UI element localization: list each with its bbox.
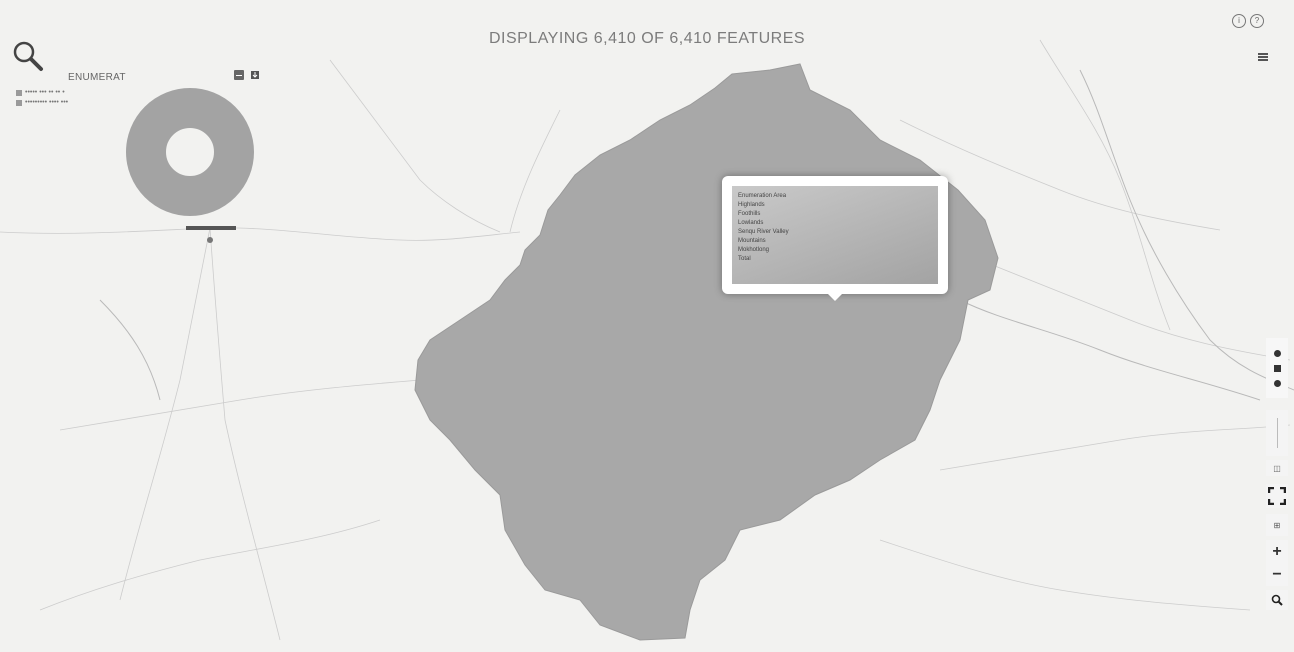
donut-chart[interactable] bbox=[126, 88, 254, 216]
road-network bbox=[0, 39, 1291, 641]
popup-row: Foothills bbox=[732, 210, 938, 219]
toggle-button[interactable]: ◫ bbox=[1266, 460, 1288, 476]
chart-legend: ••••• ••• •• •• • ••••••••• •••• ••• bbox=[16, 88, 68, 108]
legend-item: ••••••••• •••• ••• bbox=[16, 98, 68, 108]
popup-field-label: Foothills bbox=[738, 211, 761, 217]
popup-row: Mokhotlong bbox=[732, 246, 938, 255]
slider-control[interactable] bbox=[1266, 410, 1288, 456]
info-icon: i bbox=[1238, 16, 1240, 25]
popup-field-label: Senqu River Valley bbox=[738, 229, 789, 235]
popup-field-label: Mountains bbox=[738, 238, 766, 244]
point-mode-icon bbox=[1273, 349, 1281, 357]
menu-icon bbox=[236, 74, 242, 76]
feature-popup: Enumeration Area Highlands Foothills Low… bbox=[722, 176, 948, 301]
zoom-in-button[interactable]: + bbox=[1266, 540, 1288, 564]
search-button[interactable] bbox=[10, 38, 44, 72]
rivers bbox=[99, 69, 1294, 401]
popup-field-label: Lowlands bbox=[738, 220, 764, 226]
legend-label: ••••••••• •••• ••• bbox=[25, 99, 69, 106]
popup-pointer bbox=[828, 294, 842, 301]
help-icon: ? bbox=[1254, 16, 1260, 25]
map-mode-toggle[interactable] bbox=[1266, 338, 1288, 398]
scale-button[interactable]: ⊞ bbox=[1266, 514, 1288, 536]
map-place-labels bbox=[186, 226, 236, 243]
top-right-toolbar: i ? bbox=[1232, 14, 1264, 28]
layers-button[interactable] bbox=[1256, 50, 1270, 64]
legend-swatch bbox=[16, 90, 22, 96]
fullscreen-icon bbox=[1268, 487, 1286, 505]
popup-row: Mountains bbox=[732, 237, 938, 246]
popup-content: Enumeration Area Highlands Foothills Low… bbox=[732, 186, 938, 284]
popup-field-label: Mokhotlong bbox=[738, 247, 770, 253]
zoom-in-icon: + bbox=[1272, 543, 1282, 560]
zoom-search-icon bbox=[1271, 594, 1283, 606]
popup-field-label: Total bbox=[738, 256, 751, 262]
zoom-search-button[interactable] bbox=[1266, 590, 1288, 610]
search-icon bbox=[13, 41, 43, 71]
widget-download-button[interactable] bbox=[250, 70, 260, 80]
town-marker bbox=[207, 237, 213, 243]
donut-slice[interactable] bbox=[126, 88, 254, 216]
popup-row: Lowlands bbox=[732, 219, 938, 228]
download-icon bbox=[251, 71, 259, 79]
widget-title: ENUMERAT bbox=[68, 72, 126, 83]
layers-icon bbox=[1258, 53, 1268, 61]
scale-icon: ⊞ bbox=[1273, 520, 1281, 530]
legend-swatch bbox=[16, 100, 22, 106]
square-mode-icon bbox=[1273, 364, 1281, 372]
slider-track bbox=[1276, 418, 1278, 448]
popup-row: Senqu River Valley bbox=[732, 228, 938, 237]
info-button[interactable]: i bbox=[1232, 14, 1246, 28]
help-button[interactable]: ? bbox=[1250, 14, 1264, 28]
fullscreen-button[interactable] bbox=[1266, 484, 1288, 508]
circle-mode-icon bbox=[1273, 379, 1281, 387]
toggle-icon: ◫ bbox=[1273, 463, 1281, 473]
feature-count-title: DISPLAYING 6,410 OF 6,410 FEATURES bbox=[488, 30, 806, 47]
popup-row: Highlands bbox=[732, 201, 938, 210]
popup-row: Total bbox=[732, 255, 938, 264]
popup-field-label: Enumeration Area bbox=[738, 193, 787, 199]
town-marker bbox=[186, 226, 236, 230]
legend-label: ••••• ••• •• •• • bbox=[25, 89, 65, 96]
popup-field-label: Highlands bbox=[738, 202, 765, 208]
legend-item: ••••• ••• •• •• • bbox=[16, 88, 68, 98]
widget-menu-button[interactable] bbox=[234, 70, 244, 80]
zoom-out-button[interactable]: − bbox=[1266, 564, 1288, 586]
popup-row: Enumeration Area bbox=[732, 186, 938, 201]
zoom-out-icon: − bbox=[1272, 566, 1282, 583]
